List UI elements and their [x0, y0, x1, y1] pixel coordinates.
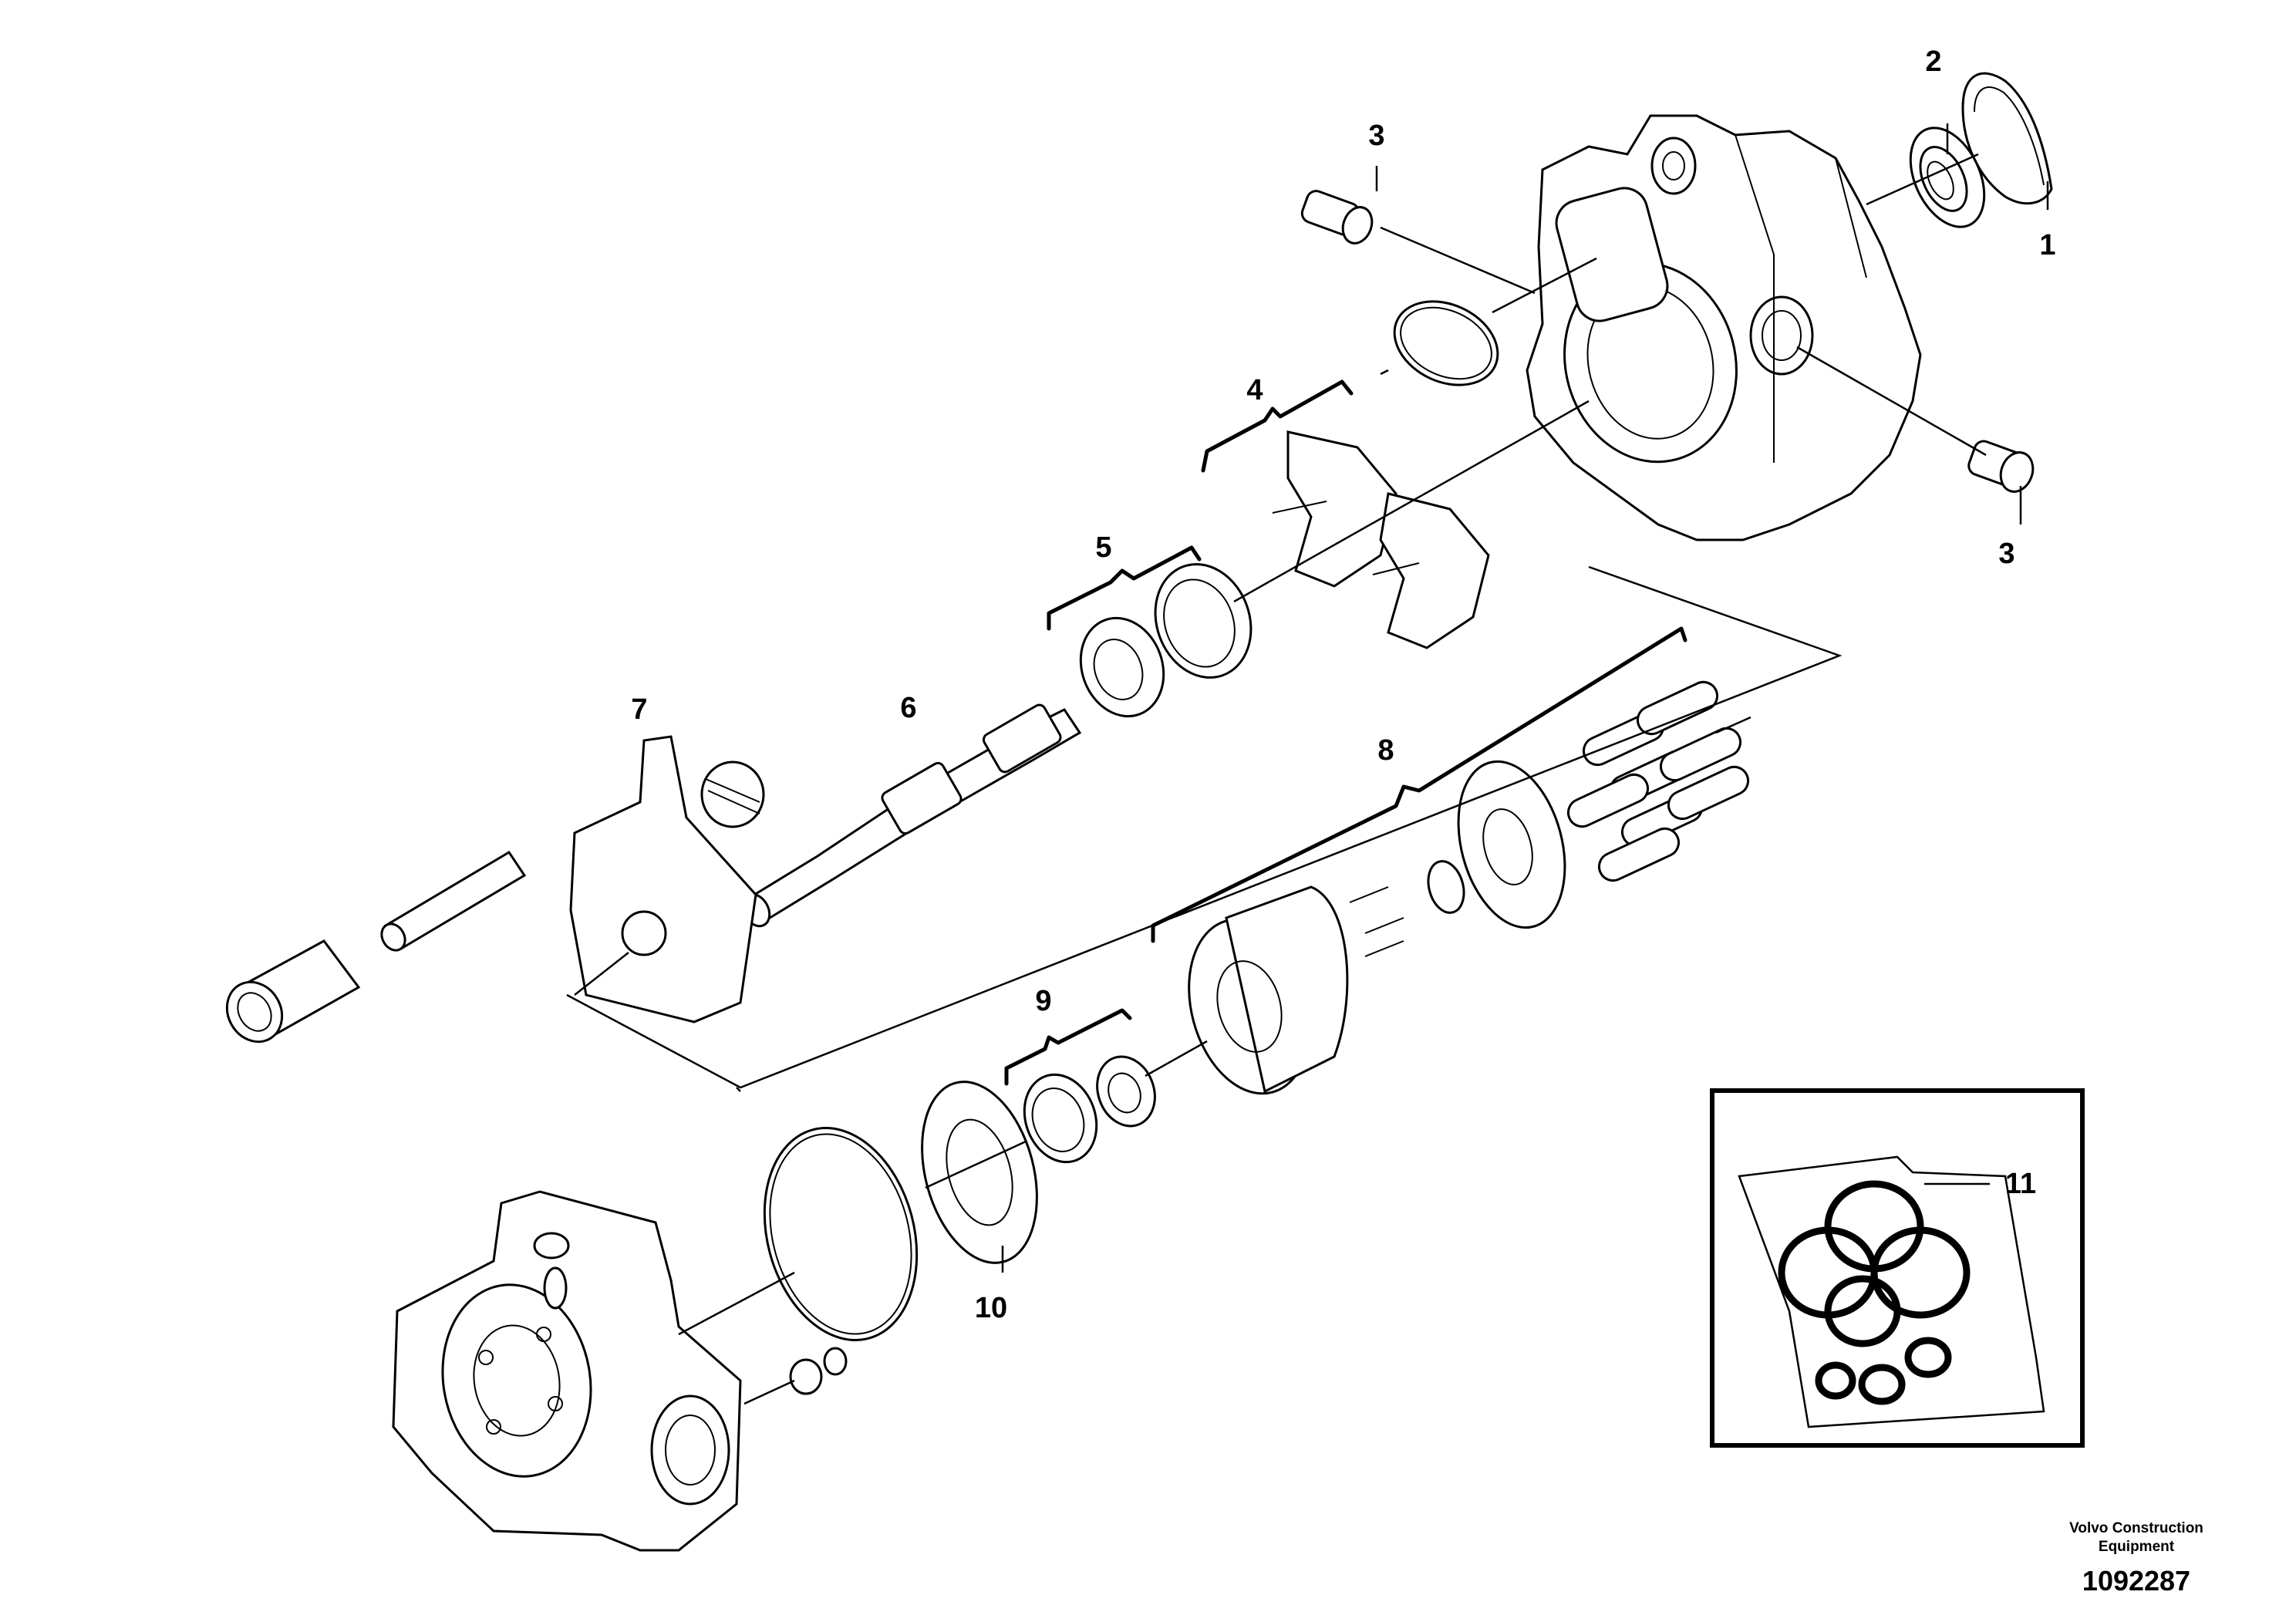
part-9-bearing-cup — [1023, 1073, 1098, 1164]
part-5-bearing-cup — [1154, 563, 1253, 679]
callout-6: 6 — [900, 692, 916, 724]
callout-8: 8 — [1377, 734, 1394, 767]
part-7-bracket — [569, 735, 757, 1023]
callout-11: 11 — [2005, 1168, 2036, 1200]
part-8-retainer-plate — [1457, 760, 1566, 929]
sleeve-nut — [225, 939, 361, 1044]
brace-9 — [1004, 1008, 1132, 1086]
o-ring-large — [763, 1127, 919, 1341]
document-number: 1092287 — [2082, 1565, 2190, 1597]
part-2-seal — [1909, 126, 1986, 228]
brace-4 — [1201, 379, 1354, 473]
part-8-ball-guide — [1427, 860, 1465, 914]
leader-lines — [566, 123, 2049, 1405]
part-8-pins — [1349, 886, 1404, 957]
callout-5: 5 — [1095, 531, 1111, 564]
part-3-plug-right — [1967, 440, 2035, 493]
part-9-bearing-cone — [1096, 1055, 1156, 1128]
callout-3-right: 3 — [1998, 538, 2014, 570]
spring-small-lower — [789, 1347, 848, 1395]
part-5-bearing-cone — [1079, 616, 1165, 718]
brace-8 — [1151, 626, 1687, 943]
callout-2: 2 — [1925, 46, 1941, 78]
spring-small-upper — [700, 760, 765, 828]
brand-line-2: Equipment — [2099, 1539, 2175, 1555]
part-11-seal-kit — [1710, 1088, 2085, 1448]
brand-line-1: Volvo Construction — [2069, 1520, 2203, 1536]
pin — [380, 850, 527, 952]
part-3-plug-top — [1300, 190, 1374, 244]
part-4-swash-plate-lower — [1372, 492, 1490, 649]
pump-housing-upper — [1526, 114, 1922, 541]
callout-3-top: 3 — [1368, 120, 1384, 152]
port-block-housing — [392, 1190, 742, 1552]
o-ring-small — [1393, 300, 1499, 386]
part-8-pistons — [1566, 680, 1750, 882]
part-4-swash-plate-upper — [1272, 430, 1397, 588]
callout-7: 7 — [631, 693, 647, 726]
part-6-drive-shaft — [740, 703, 1082, 928]
part-1-snap-ring — [1961, 72, 2053, 205]
callout-9: 9 — [1035, 985, 1051, 1017]
part-8-cylinder-block — [1188, 885, 1349, 1095]
brace-5 — [1047, 545, 1202, 631]
callout-10: 10 — [975, 1292, 1007, 1324]
callout-4: 4 — [1246, 374, 1263, 406]
callout-1: 1 — [2039, 229, 2055, 261]
